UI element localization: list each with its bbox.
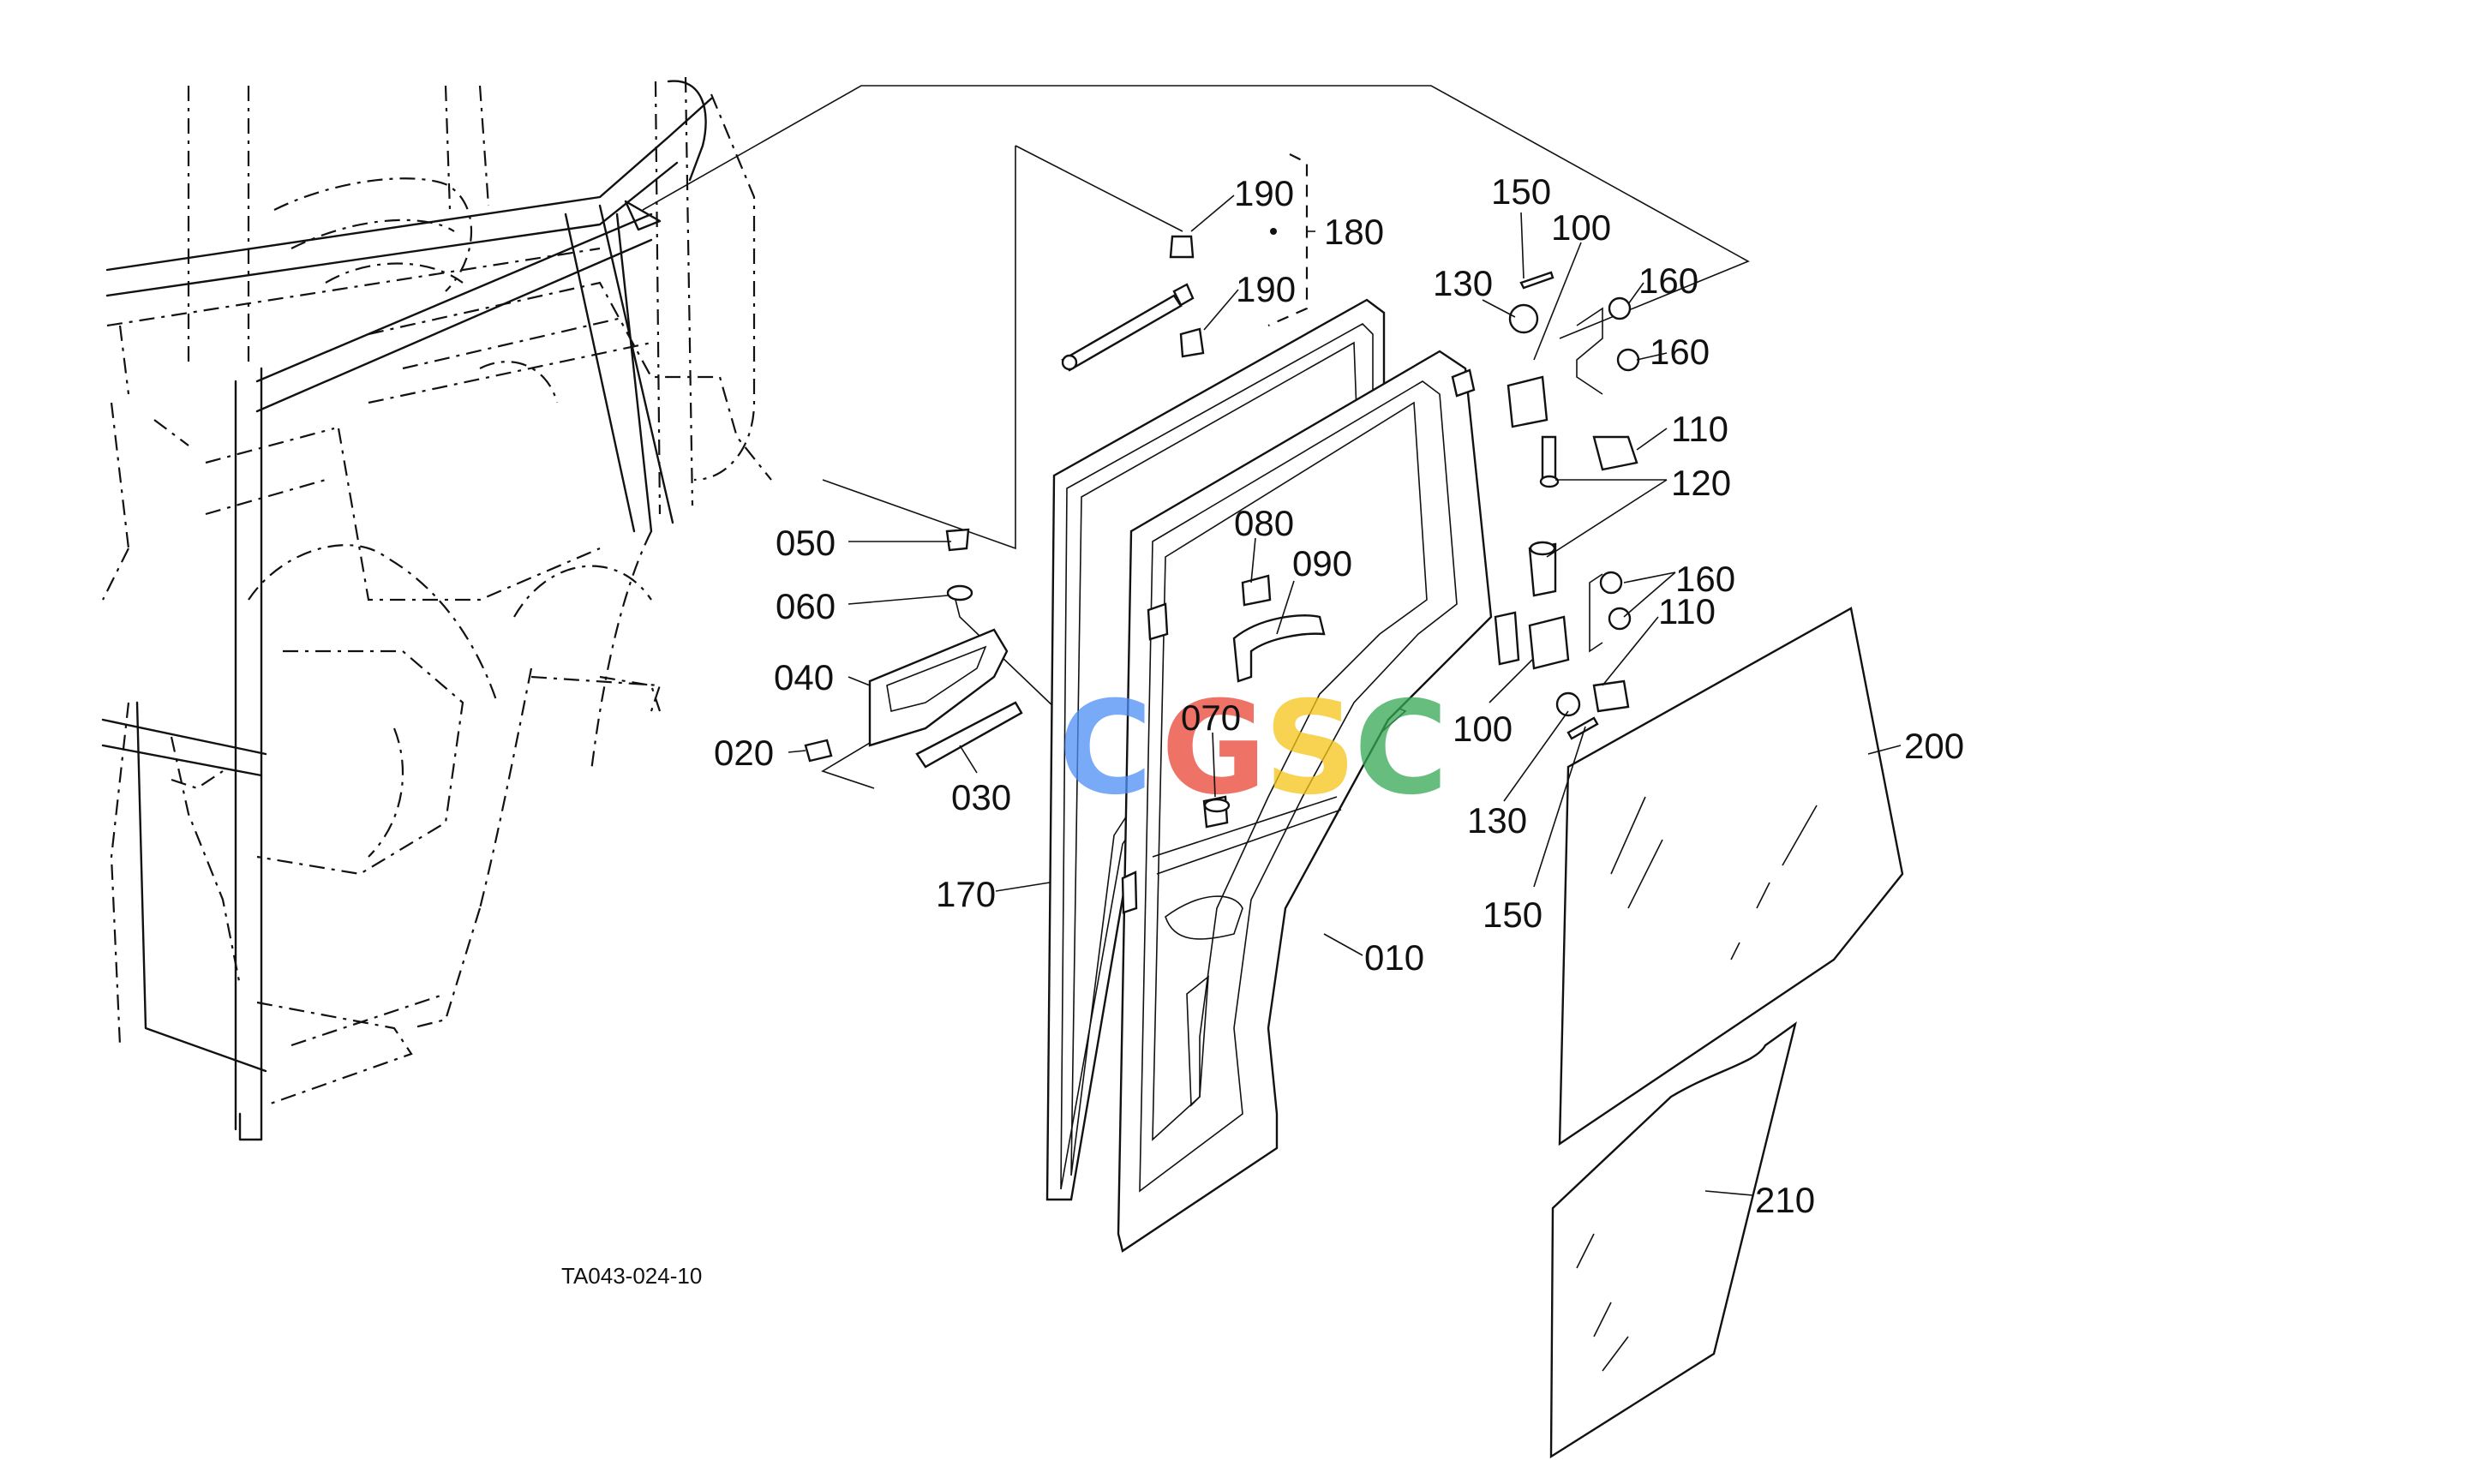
watermark-letter-2: G <box>1161 674 1267 823</box>
hinge-assembly-upper <box>1507 271 1640 488</box>
callout-010: 010 <box>1364 937 1424 978</box>
door-frame-010 <box>1117 350 1520 1253</box>
callout-150-lower: 150 <box>1483 895 1542 935</box>
callout-060: 060 <box>776 586 836 626</box>
callout-leaders <box>788 194 1902 1196</box>
watermark-letter-3: S <box>1264 674 1357 823</box>
callout-160-lower: 160 <box>1675 559 1735 599</box>
callout-160-upper-b: 160 <box>1650 332 1710 372</box>
callout-110-lower: 110 <box>1658 591 1716 631</box>
callout-190-lower: 190 <box>1236 269 1296 309</box>
callout-070: 070 <box>1181 697 1241 738</box>
callout-130-lower: 130 <box>1467 800 1527 841</box>
latch-housing-040 <box>804 528 1231 829</box>
callout-190-upper: 190 <box>1234 173 1294 213</box>
callout-030: 030 <box>951 777 1011 817</box>
callout-210: 210 <box>1755 1180 1815 1220</box>
callout-labels: 190 190 180 150 100 130 160 160 110 120 … <box>714 171 1964 1220</box>
hinge-assembly-lower <box>1528 541 1632 740</box>
callout-150-upper: 150 <box>1491 171 1551 212</box>
callout-200: 200 <box>1904 726 1964 766</box>
watermark: C G S C <box>1058 674 1448 823</box>
callout-050: 050 <box>776 523 836 563</box>
callout-170: 170 <box>936 874 996 914</box>
callout-110-upper: 110 <box>1671 409 1728 449</box>
watermark-letter-1: C <box>1058 674 1153 823</box>
callout-160-upper-a: 160 <box>1638 260 1698 301</box>
callout-180: 180 <box>1324 212 1384 252</box>
callout-120: 120 <box>1671 463 1731 503</box>
callout-080: 080 <box>1234 503 1294 543</box>
figure-code: TA043-024-10 <box>561 1263 702 1289</box>
callout-100-upper: 100 <box>1551 207 1611 248</box>
callout-020: 020 <box>714 733 774 773</box>
gas-strut-180 <box>1061 153 1315 372</box>
watermark-letter-4: C <box>1354 674 1448 823</box>
door-glass-200 <box>1558 607 1904 1146</box>
callout-090: 090 <box>1292 543 1352 583</box>
cab-frame <box>101 76 772 1141</box>
callout-100-lower: 100 <box>1453 709 1513 749</box>
callout-040: 040 <box>774 657 834 697</box>
callout-130-upper: 130 <box>1433 263 1493 303</box>
grab-handle-090 <box>1232 574 1326 683</box>
door-glass-210 <box>1549 1021 1797 1459</box>
